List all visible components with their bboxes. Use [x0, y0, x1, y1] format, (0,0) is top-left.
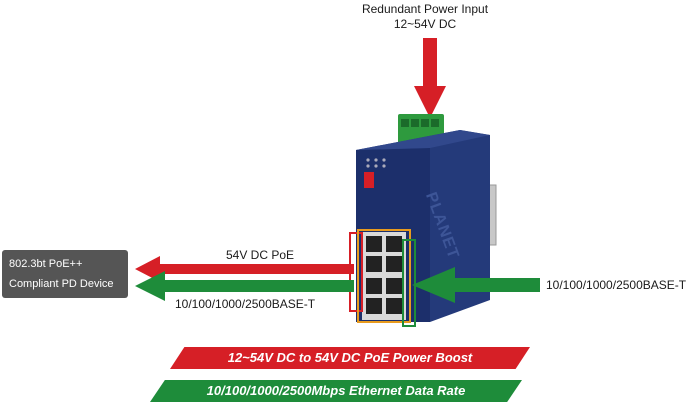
- redundant-power-title: Redundant Power Input: [361, 2, 489, 16]
- power-boost-banner: 12~54V DC to 54V DC PoE Power Boost: [170, 347, 530, 369]
- switch-device: [349, 130, 490, 327]
- pd-device-box: 802.3bt PoE++ Compliant PD Device: [2, 250, 128, 298]
- ethernet-left-arrow: [135, 271, 354, 301]
- data-rate-banner: 10/100/1000/2500Mbps Ethernet Data Rate: [150, 380, 522, 402]
- ethernet-right-label: 10/100/1000/2500BASE-T: [546, 278, 687, 292]
- poe-label: 54V DC PoE: [225, 248, 295, 262]
- ethernet-input-arrow: [412, 267, 540, 303]
- ethernet-left-label: 10/100/1000/2500BASE-T: [175, 297, 316, 311]
- poe-output-arrow: [135, 256, 354, 282]
- redundant-power-voltage: 12~54V DC: [393, 17, 457, 31]
- pd-device-line2: Compliant PD Device: [9, 278, 114, 290]
- power-input-arrow: [414, 38, 446, 118]
- pd-device-line1: 802.3bt PoE++: [9, 258, 83, 270]
